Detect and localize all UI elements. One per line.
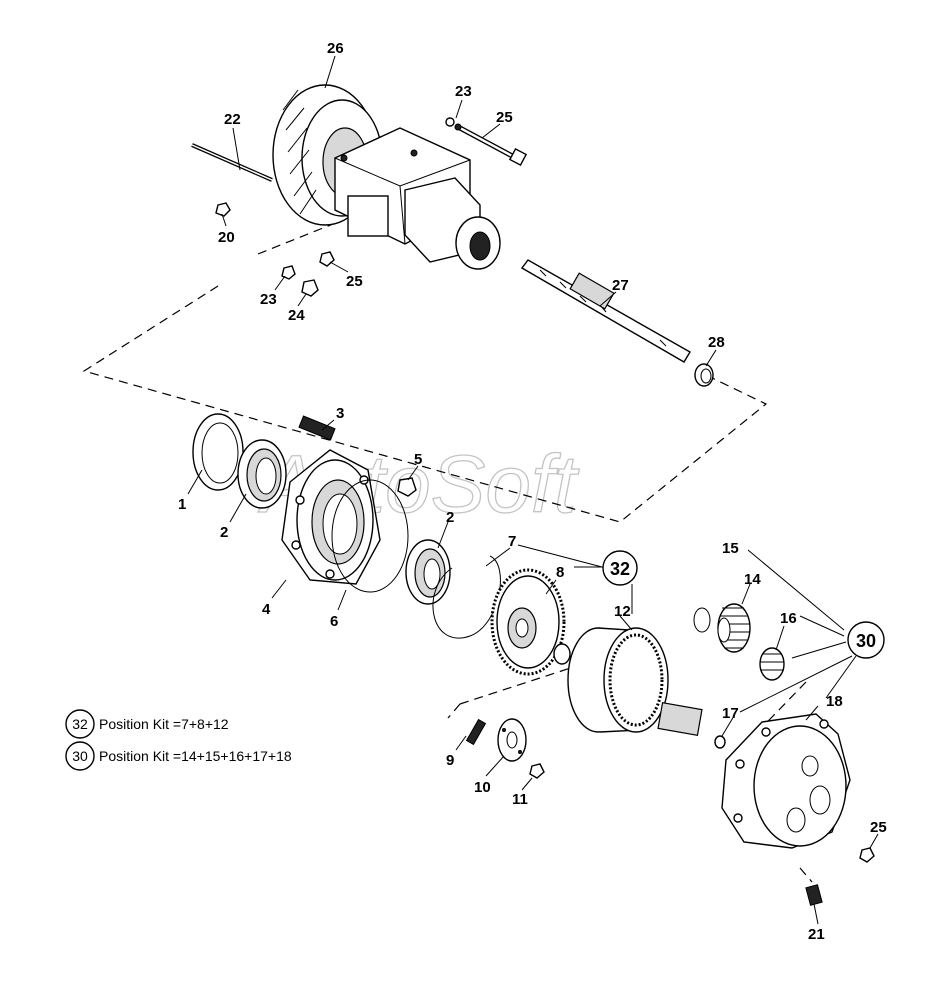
circlip-part-7 (432, 555, 501, 639)
planet-shaft (657, 702, 703, 736)
kit-number-32: 32 (610, 559, 630, 579)
nut-part-25-upper (319, 251, 335, 267)
nut-part-20 (215, 202, 231, 217)
part-number-12: 12 (614, 603, 631, 620)
part-number-15: 15 (722, 540, 739, 557)
washer-part-17 (714, 735, 726, 749)
stud-part-22 (191, 143, 273, 182)
nut-part-25-lower (859, 847, 875, 863)
assembly-guide-lines (82, 205, 813, 883)
part-number-17: 17 (722, 705, 739, 722)
part-number-6: 6 (330, 613, 338, 630)
part-number-2-right: 2 (446, 509, 454, 526)
seal-part-1 (192, 413, 244, 491)
part-number-4: 4 (262, 601, 271, 618)
part-number-29: 28 (708, 334, 725, 351)
part-number-23: 23 (455, 83, 472, 100)
part-number-26: 25 (496, 109, 513, 126)
part-number-25-lower: 25 (870, 819, 887, 836)
part-number-8: 8 (556, 564, 564, 581)
part-number-16: 16 (780, 610, 797, 627)
planet-carrier-part-18 (721, 713, 851, 849)
bolt-part-26 (445, 117, 528, 167)
nut-part-5 (397, 477, 417, 497)
lock-plate-part-10 (497, 718, 527, 762)
part-number-2-left: 2 (220, 524, 228, 541)
part-number-25: 25 (346, 273, 363, 290)
part-numbers: 26 22 23 25 20 23 24 25 27 28 3 5 1 2 2 … (178, 40, 887, 943)
kit-number-30: 30 (856, 631, 876, 651)
axle-housing-part-27 (272, 84, 501, 270)
ring-gear-part-12 (567, 627, 669, 733)
part-number-14: 14 (744, 571, 761, 588)
part-number-3: 3 (336, 405, 344, 422)
wheel-stud-part-3 (298, 415, 336, 441)
part-number-23-lower: 23 (260, 291, 277, 308)
spacer-ring (553, 643, 571, 665)
circlip-part-15 (693, 607, 711, 633)
part-number-9: 9 (446, 752, 454, 769)
planet-gear-part-16 (759, 647, 785, 681)
bearing-part-2-left (237, 439, 287, 509)
kit-callout-32: 32 (602, 550, 638, 586)
planet-gear-part-14 (717, 603, 751, 653)
part-number-5: 5 (414, 451, 422, 468)
legend-text-30: Position Kit =14+15+16+17+18 (99, 748, 292, 764)
part-number-7: 7 (508, 533, 516, 550)
part-number-20: 20 (218, 229, 235, 246)
legend-num-30: 30 (72, 748, 88, 764)
nut-part-23-lower (281, 265, 296, 280)
legend: 32 Position Kit =7+8+12 30 Position Kit … (65, 709, 292, 771)
legend-text-32: Position Kit =7+8+12 (99, 716, 229, 732)
kit-callout-30: 30 (847, 621, 885, 659)
nut-part-24 (301, 279, 319, 297)
bearing-part-2-right (405, 539, 451, 605)
drive-shaft-part-28 (520, 259, 691, 363)
part-number-27: 26 (327, 40, 344, 57)
bolt-part-9 (465, 718, 487, 746)
part-number-21: 21 (808, 926, 825, 943)
snap-ring-part-29 (694, 363, 714, 387)
bolt-part-21 (805, 884, 823, 906)
part-number-22: 22 (224, 111, 241, 128)
part-number-18: 18 (826, 693, 843, 710)
part-number-24: 24 (288, 307, 305, 324)
leader-lines (187, 55, 879, 925)
part-number-10: 10 (474, 779, 491, 796)
part-number-11: 11 (512, 791, 528, 808)
part-number-28: 27 (612, 277, 629, 294)
sun-gear-part-8 (490, 568, 566, 676)
part-number-1: 1 (178, 496, 186, 513)
nut-part-11 (529, 763, 545, 779)
o-ring-part-6 (331, 479, 409, 593)
legend-num-32: 32 (72, 716, 88, 732)
